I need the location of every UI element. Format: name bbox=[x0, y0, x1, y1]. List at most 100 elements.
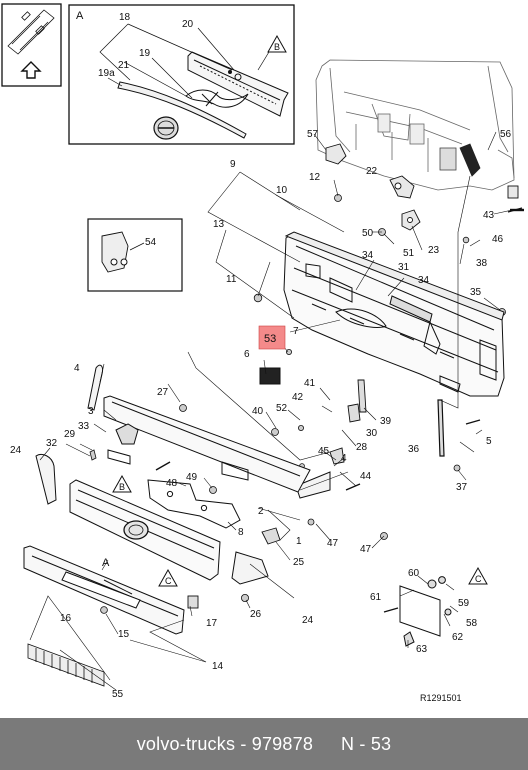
exploded-parts-diagram: A 18 20 19 21 bbox=[1, 3, 524, 703]
callout-15: 15 bbox=[118, 629, 130, 640]
orientation-inset bbox=[1, 3, 62, 87]
callout-18: 18 bbox=[119, 12, 131, 23]
footer-separator: - bbox=[240, 733, 247, 754]
callout-53: 53 bbox=[264, 333, 276, 345]
callout-37: 37 bbox=[456, 482, 468, 493]
callout-56: 56 bbox=[500, 129, 512, 140]
marker-b-main: B bbox=[112, 474, 132, 493]
callout-45: 45 bbox=[318, 446, 330, 457]
callout-24-left: 24 bbox=[10, 445, 22, 456]
leader-lines bbox=[29, 131, 513, 691]
callout-34-lower: 34 bbox=[418, 275, 430, 286]
callout-60: 60 bbox=[408, 568, 420, 579]
callout-39: 39 bbox=[380, 416, 392, 427]
svg-text:B: B bbox=[119, 482, 125, 492]
callout-5: 5 bbox=[486, 436, 492, 447]
svg-text:C: C bbox=[165, 576, 172, 586]
footer-bar: volvo-trucks - 979878 N - 53 bbox=[0, 718, 528, 770]
callout-30: 30 bbox=[366, 428, 378, 439]
callout-43: 43 bbox=[483, 210, 495, 221]
callout-8: 8 bbox=[238, 527, 244, 538]
callout-9: 9 bbox=[230, 159, 236, 170]
callout-35: 35 bbox=[470, 287, 482, 298]
callout-58: 58 bbox=[466, 618, 478, 629]
lower-mesh-grille-part bbox=[27, 643, 105, 687]
marker-c-right: C bbox=[468, 566, 488, 585]
footer-brand: volvo-trucks bbox=[136, 733, 236, 754]
inset-a-letter: A bbox=[76, 10, 84, 22]
callout-32: 32 bbox=[46, 438, 58, 449]
callout-7: 7 bbox=[293, 326, 299, 337]
callout-62: 62 bbox=[452, 632, 464, 643]
callout-33: 33 bbox=[78, 421, 90, 432]
callout-21: 21 bbox=[118, 60, 130, 71]
bolt-shafts bbox=[155, 207, 523, 613]
callout-3: 3 bbox=[88, 406, 94, 417]
callout-55: 55 bbox=[112, 689, 124, 700]
callout-57: 57 bbox=[307, 129, 319, 140]
callout-50: 50 bbox=[362, 228, 374, 239]
callout-51: 51 bbox=[403, 248, 415, 259]
callout-19: 19 bbox=[139, 48, 151, 59]
callout-31: 31 bbox=[398, 262, 410, 273]
callout-11: 11 bbox=[226, 274, 237, 285]
up-arrow-icon bbox=[20, 61, 42, 79]
emblem-strip-part bbox=[117, 81, 249, 139]
callout-2: 2 bbox=[258, 506, 264, 517]
callout-61: 61 bbox=[370, 592, 382, 603]
callout-46: 46 bbox=[492, 234, 504, 245]
truck-top-view-icon bbox=[7, 9, 55, 55]
callout-25: 25 bbox=[293, 557, 305, 568]
callout-numbers: 9 10 13 11 12 57 56 22 43 46 50 51 23 34… bbox=[10, 129, 512, 700]
main-grille-panel-part bbox=[283, 233, 505, 397]
bottom-bumper-strip-part bbox=[23, 545, 185, 635]
mounting-bracket-48-part bbox=[147, 479, 241, 529]
support-rod-part bbox=[437, 399, 445, 457]
cab-frame-part bbox=[315, 59, 515, 191]
callout-13: 13 bbox=[213, 219, 225, 230]
callout-54: 54 bbox=[145, 237, 157, 248]
bumper-support-bar-part bbox=[103, 367, 311, 493]
callout-63: 63 bbox=[416, 644, 428, 655]
callout-23: 23 bbox=[428, 245, 440, 256]
callout-49: 49 bbox=[186, 472, 198, 483]
callout-16: 16 bbox=[60, 613, 72, 624]
callout-26: 26 bbox=[250, 609, 262, 620]
callout-41: 41 bbox=[304, 378, 316, 389]
callout-29: 29 bbox=[64, 429, 76, 440]
callout-12: 12 bbox=[309, 172, 321, 183]
small-clips-parts bbox=[187, 379, 367, 609]
volvo-badge-icon bbox=[153, 116, 179, 140]
callout-17: 17 bbox=[206, 618, 218, 629]
callout-34-upper: 34 bbox=[362, 250, 374, 261]
marker-b-inset: B bbox=[267, 34, 287, 53]
marker-a-bottom: A bbox=[102, 557, 110, 569]
top-strip-part bbox=[284, 231, 505, 321]
reference-code: R1291501 bbox=[420, 693, 462, 703]
callout-22: 22 bbox=[366, 166, 378, 177]
callout-24-right: 24 bbox=[302, 615, 314, 626]
svg-text:B: B bbox=[274, 42, 280, 52]
callout-19a: 19a bbox=[98, 68, 115, 79]
callout-48: 48 bbox=[166, 478, 178, 489]
callout-47-left: 47 bbox=[327, 538, 339, 549]
callout-47-right: 47 bbox=[360, 544, 372, 555]
callout-59: 59 bbox=[458, 598, 470, 609]
detail-inset-54 bbox=[87, 218, 183, 292]
highlight-box bbox=[258, 325, 286, 350]
footer-page-label: N - 53 bbox=[341, 733, 392, 754]
marker-c-left: C bbox=[158, 568, 178, 587]
callout-20: 20 bbox=[182, 19, 194, 30]
volvo-emblem-icon bbox=[123, 520, 149, 540]
highlighted-callout-53: 53 bbox=[258, 325, 286, 350]
callout-4-right: 4 bbox=[341, 453, 347, 464]
footer-part-number: 979878 bbox=[251, 733, 314, 754]
svg-text:C: C bbox=[475, 574, 482, 584]
callout-1: 1 bbox=[296, 536, 302, 547]
callout-27: 27 bbox=[157, 387, 169, 398]
callout-36: 36 bbox=[408, 444, 420, 455]
callout-38: 38 bbox=[476, 258, 488, 269]
callout-28: 28 bbox=[356, 442, 368, 453]
callout-10: 10 bbox=[276, 185, 288, 196]
